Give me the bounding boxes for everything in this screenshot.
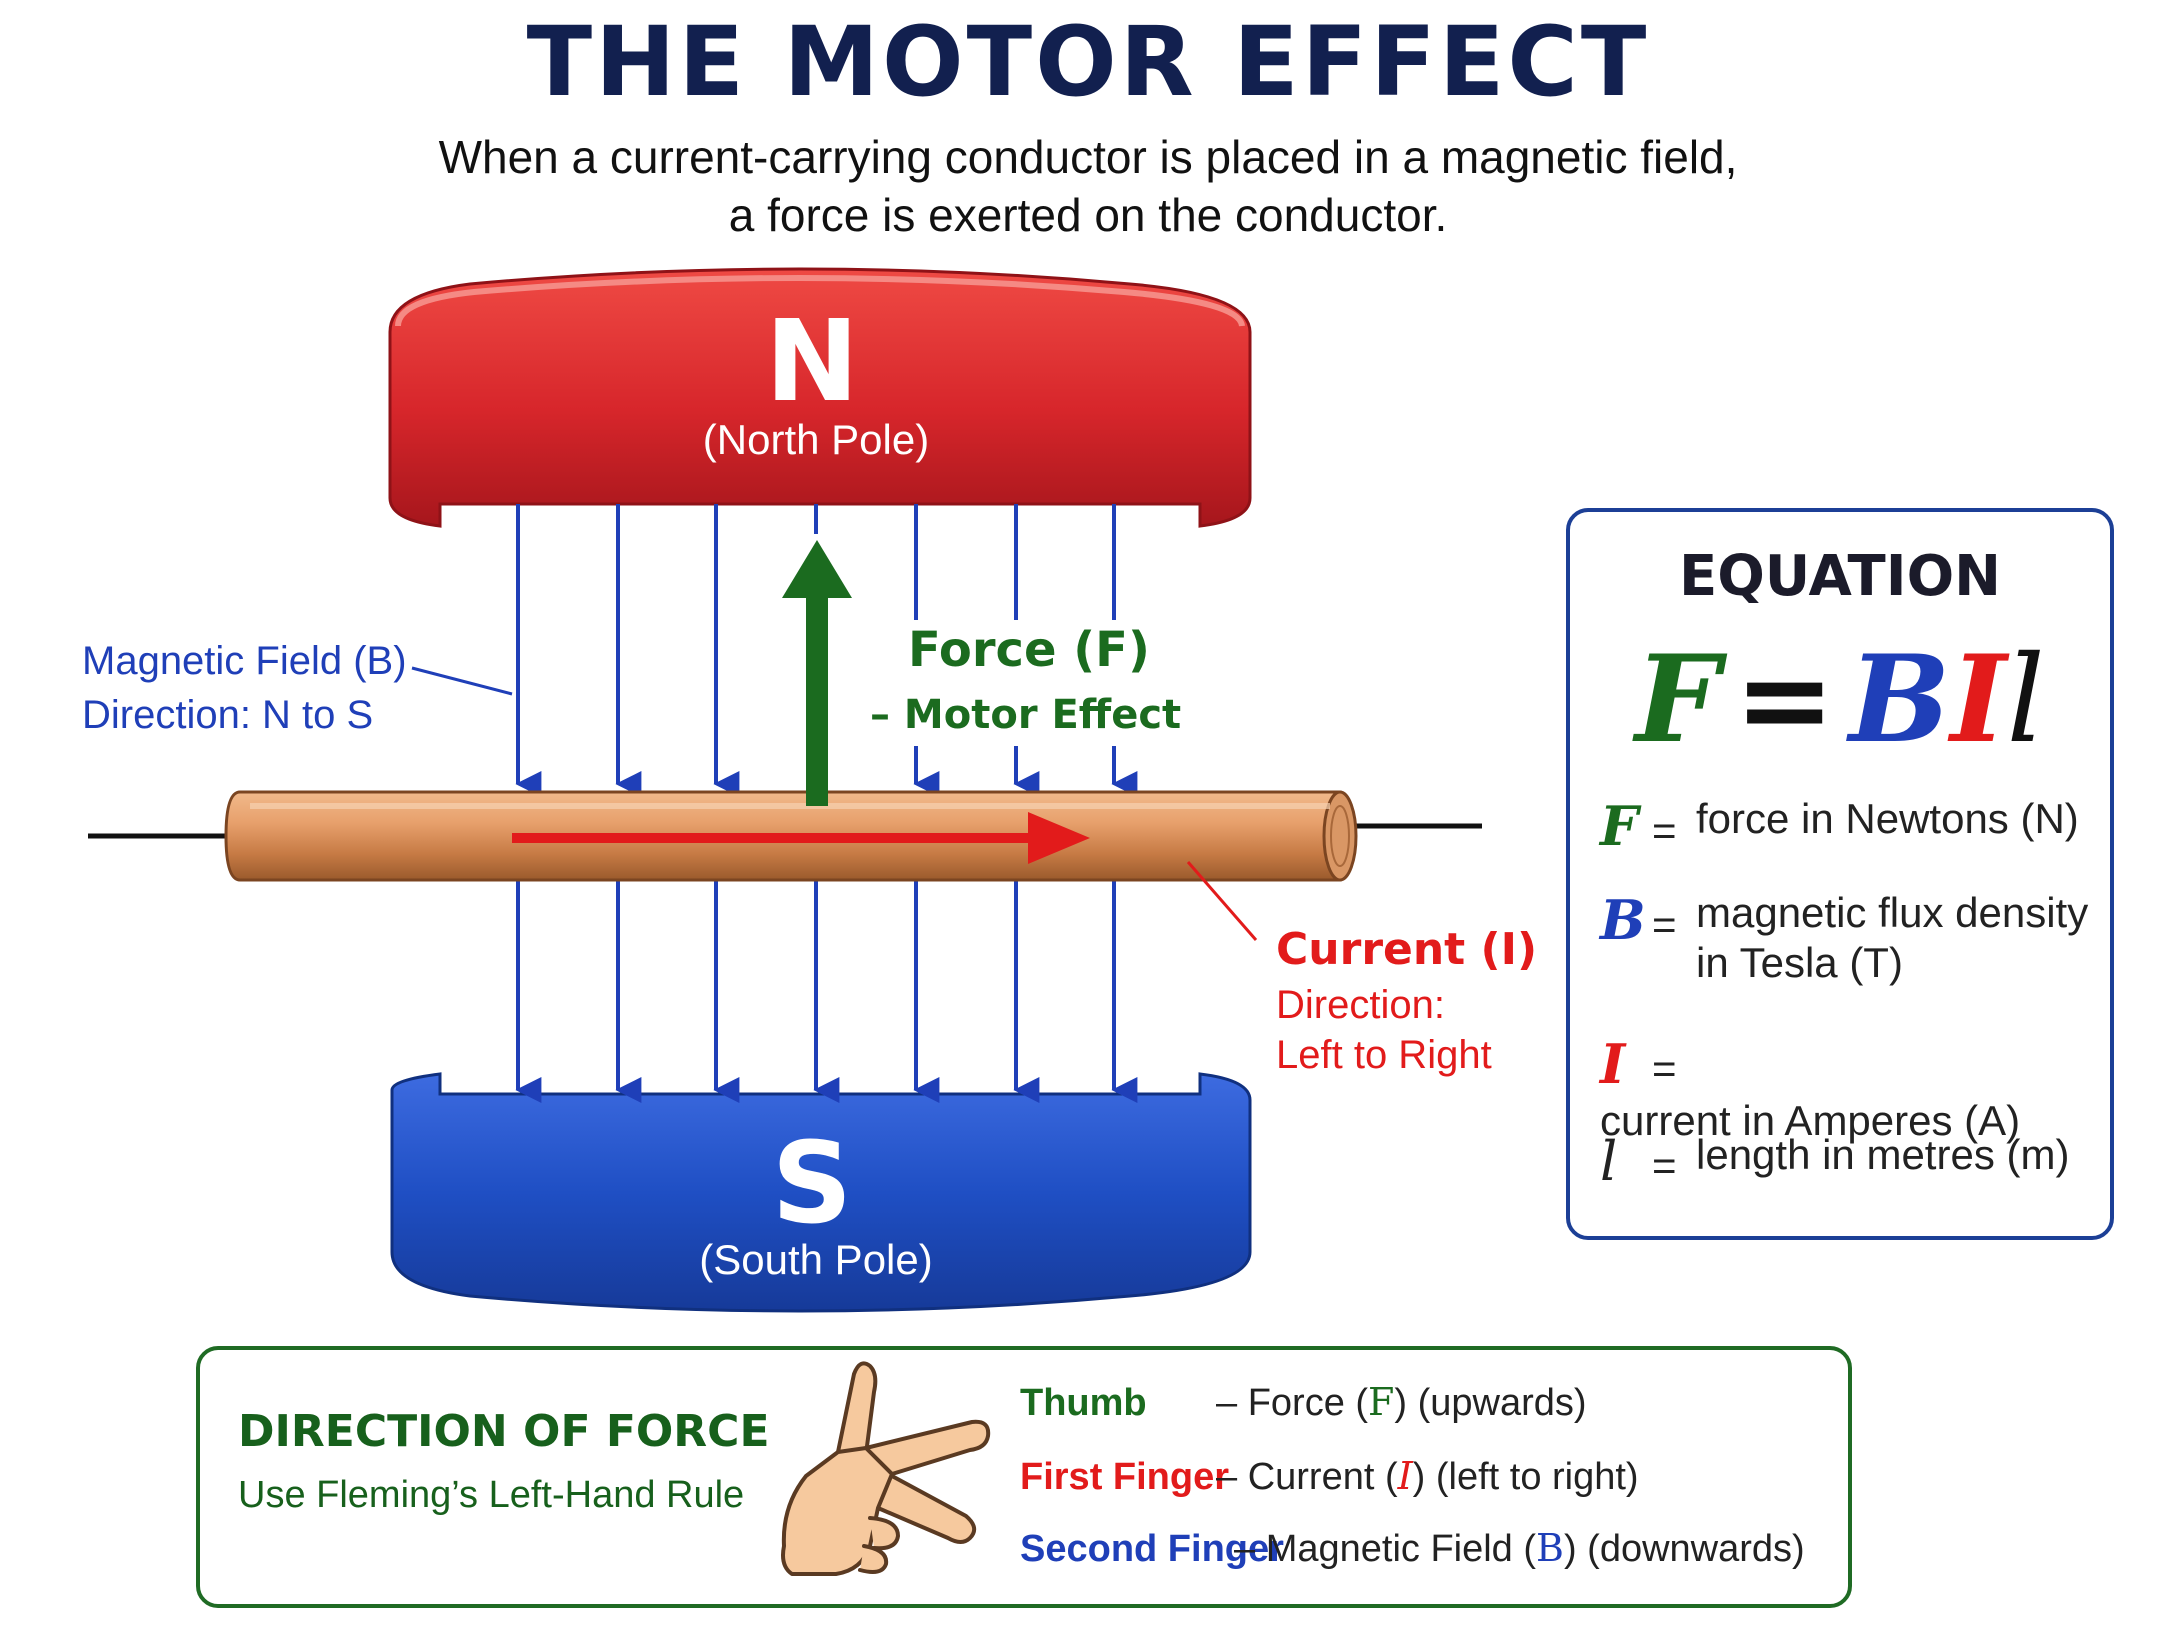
current-label-line-3: Left to Right: [1276, 1033, 1492, 1077]
direction-title: DIRECTION OF FORCE: [238, 1406, 770, 1457]
rule-finger-first: First Finger: [1020, 1456, 1230, 1498]
rule-desc-pre: – Magnetic Field (: [1234, 1528, 1537, 1570]
var-row-length: l = length in metres (m): [1600, 1130, 2069, 1193]
north-pole-label: (North Pole): [703, 416, 929, 463]
force-label-line-1: Force (F): [908, 622, 1150, 678]
var-symbol-B: B: [1600, 888, 1646, 952]
rule-symbol-I: I: [1397, 1454, 1413, 1498]
var-symbol-l: l: [1600, 1130, 1618, 1193]
south-pole-label: (South Pole): [699, 1236, 932, 1283]
var-equals: =: [1652, 1142, 1677, 1189]
rule-finger-thumb: Thumb: [1020, 1382, 1147, 1424]
force-label-line-2: – Motor Effect: [870, 692, 1181, 738]
var-equals: =: [1652, 1045, 1677, 1092]
page-subtitle: When a current-carrying conductor is pla…: [0, 128, 2176, 244]
equation-title: EQUATION: [1678, 544, 2002, 609]
direction-of-force-panel: DIRECTION OF FORCE Use Fleming’s Left-Ha…: [196, 1346, 1852, 1608]
var-equals: =: [1652, 807, 1677, 854]
current-label-line-1: Current (I): [1276, 924, 1537, 975]
subtitle-line-2: a force is exerted on the conductor.: [728, 189, 1448, 241]
subtitle-line-1: When a current-carrying conductor is pla…: [438, 131, 1738, 183]
rule-symbol-F: F: [1368, 1380, 1395, 1424]
current-label-line-2: Direction:: [1276, 983, 1445, 1027]
rule-row-first-finger: First Finger– Current (I) (left to right…: [1020, 1454, 1639, 1499]
rule-desc-pre: – Force (: [1216, 1382, 1369, 1424]
rule-row-second-finger: Second Finger– Magnetic Field (B) (downw…: [1020, 1526, 1805, 1571]
south-pole-magnet: S (South Pole): [390, 1072, 1252, 1313]
current-arrow: [512, 812, 1090, 864]
formula-I: I: [1950, 629, 2007, 770]
equation-panel: EQUATION F=BIl F=force in Newtons (N) B=…: [1566, 508, 2114, 1240]
field-lines-lower: [515, 878, 1138, 1103]
direction-subtitle: Use Fleming’s Left-Hand Rule: [238, 1474, 745, 1516]
var-definition: current in Amperes (A): [1600, 1097, 2021, 1144]
var-definition-line-1: magnetic flux density: [1696, 889, 2089, 936]
field-leader-line: [411, 666, 513, 696]
field-label-line-1: Magnetic Field (B): [82, 639, 407, 683]
equation-formula: F=BIl: [1570, 630, 2110, 771]
var-definition-line-2: in Tesla (T): [1696, 939, 1903, 986]
field-label-line-2: Direction: N to S: [82, 693, 373, 737]
rule-desc-pre: – Current (: [1216, 1456, 1398, 1498]
var-row-force: F = force in Newtons (N): [1600, 794, 2079, 858]
force-arrow: [782, 540, 852, 806]
rule-desc-post: ) (upwards): [1394, 1382, 1587, 1424]
var-symbol-F: F: [1600, 794, 1639, 858]
var-equals: =: [1652, 901, 1677, 948]
rule-desc-post: ) (left to right): [1412, 1456, 1639, 1498]
south-pole-letter: S: [772, 1119, 853, 1249]
north-pole-magnet: N (North Pole): [388, 267, 1252, 528]
formula-l: l: [2006, 631, 2045, 770]
page-title: THE MOTOR EFFECT: [526, 6, 1650, 118]
var-definition: force in Newtons (N): [1696, 795, 2079, 842]
rule-desc-post: ) (downwards): [1563, 1528, 1805, 1570]
formula-equals: =: [1734, 631, 1835, 770]
var-definition: length in metres (m): [1696, 1131, 2070, 1178]
left-hand-icon: [781, 1361, 991, 1576]
formula-F: F: [1635, 629, 1721, 770]
north-pole-letter: N: [765, 297, 859, 427]
formula-B: B: [1848, 629, 1951, 770]
rule-finger-second: Second Finger: [1020, 1528, 1284, 1570]
rule-symbol-B: B: [1536, 1526, 1564, 1570]
var-row-current: I = current in Amperes (A): [1600, 1032, 2110, 1146]
rule-row-thumb: Thumb – Force (F) (upwards): [1020, 1380, 1587, 1425]
current-leader-line: [1186, 861, 1258, 941]
field-lines-upper: [515, 504, 1138, 797]
var-symbol-I: I: [1600, 1032, 1626, 1096]
